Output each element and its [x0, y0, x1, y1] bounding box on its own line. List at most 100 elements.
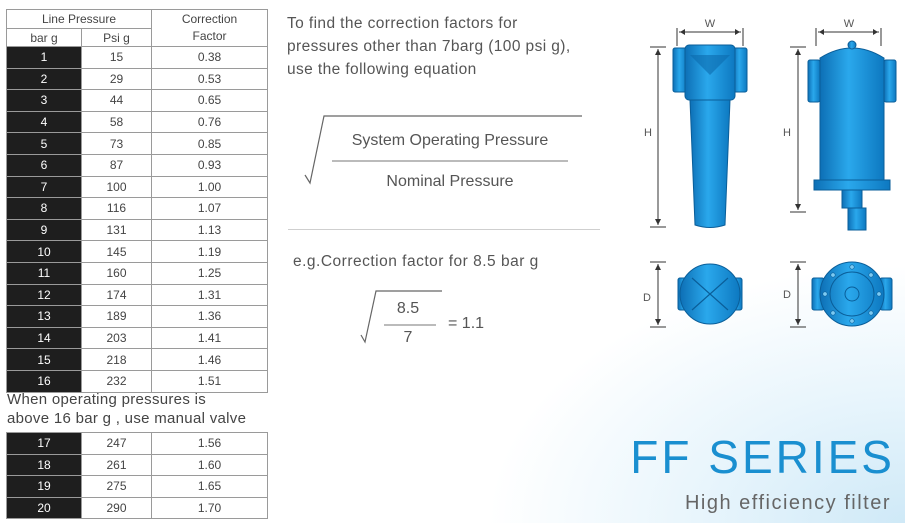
psi-g-cell: 218: [81, 348, 152, 371]
example-equation: 8.5 7 = 1.1: [358, 288, 518, 348]
psi-g-cell: 58: [81, 110, 152, 134]
bar-g-cell: 7: [6, 175, 82, 199]
sqrt-sign-icon: [304, 115, 582, 185]
intro-text: To find the correction factors for press…: [287, 12, 627, 81]
width-label: W: [705, 18, 716, 30]
psi-g-cell: 261: [81, 453, 152, 476]
bar-g-cell: 8: [6, 197, 82, 220]
psi-g-cell: 275: [81, 475, 152, 498]
example-denominator: 7: [403, 329, 413, 346]
bar-g-header: bar g: [6, 28, 82, 47]
bar-g-cell: 10: [6, 240, 82, 263]
correction-factor-cell: 1.56: [151, 432, 268, 455]
correction-factor-cell: 1.41: [151, 326, 268, 350]
psi-g-cell: 203: [81, 326, 152, 350]
psi-g-cell: 116: [81, 197, 152, 220]
correction-factor-cell: 1.00: [151, 175, 268, 199]
psi-g-cell: 145: [81, 240, 152, 263]
bar-g-cell: 12: [6, 283, 82, 307]
sqrt-sign-small-icon: [360, 290, 442, 344]
bar-g-cell: 1: [6, 46, 82, 69]
psi-g-cell: 15: [81, 46, 152, 69]
psi-g-cell: 232: [81, 369, 152, 393]
bar-g-cell: 6: [6, 153, 82, 177]
height-label: H: [644, 127, 652, 139]
bar-g-cell: 2: [6, 67, 82, 91]
series-tagline: High efficiency filter: [684, 492, 891, 514]
bar-g-cell: 18: [6, 453, 82, 476]
correction-factor-header-line1: Correction: [181, 12, 238, 26]
intro-line2: pressures other than 7barg (100 psi g),: [287, 38, 571, 55]
correction-factor-cell: 0.53: [151, 67, 268, 91]
psi-g-cell: 290: [81, 496, 152, 519]
note-line1: When operating pressures is: [7, 391, 207, 408]
psi-g-cell: 73: [81, 132, 152, 155]
correction-factor-cell: 1.19: [151, 240, 268, 263]
equation-numerator: System Operating Pressure: [351, 132, 549, 149]
bar-g-cell: 19: [6, 475, 82, 498]
bar-g-cell: 5: [6, 132, 82, 155]
manual-valve-note: When operating pressures is above 16 bar…: [7, 390, 246, 428]
correction-factor-cell: 1.51: [151, 369, 268, 393]
psi-g-cell: 174: [81, 283, 152, 307]
depth-label-right: D: [783, 289, 791, 301]
correction-factor-cell: 0.76: [151, 110, 268, 134]
correction-factor-cell: 0.93: [151, 153, 268, 177]
filter-front-view-right: W H: [783, 18, 897, 231]
psi-g-header: Psi g: [81, 28, 152, 47]
psi-g-cell: 44: [81, 89, 152, 112]
correction-equation: System Operating Pressure Nominal Pressu…: [300, 113, 590, 193]
correction-factor-cell: 1.25: [151, 261, 268, 285]
correction-factor-cell: 1.60: [151, 453, 268, 476]
intro-line1: To find the correction factors for: [287, 15, 518, 32]
bar-g-cell: 9: [6, 218, 82, 242]
bar-g-cell: 3: [6, 89, 82, 112]
line-pressure-header: Line Pressure: [6, 9, 152, 29]
example-result: = 1.1: [448, 315, 485, 332]
psi-g-cell: 160: [81, 261, 152, 285]
psi-g-cell: 87: [81, 153, 152, 177]
psi-g-cell: 247: [81, 432, 152, 455]
correction-factor-cell: 1.13: [151, 218, 268, 242]
psi-g-cell: 100: [81, 175, 152, 199]
pressure-correction-table: Line Pressure Correction Factor bar g Ps…: [6, 9, 268, 393]
correction-factor-cell: 0.65: [151, 89, 268, 112]
series-title: FF SERIES: [630, 431, 895, 483]
correction-factor-cell: 0.38: [151, 46, 268, 69]
psi-g-cell: 189: [81, 305, 152, 328]
correction-factor-header: Correction Factor: [151, 9, 268, 47]
bar-g-cell: 20: [6, 496, 82, 519]
correction-factor-cell: 1.31: [151, 283, 268, 307]
intro-line3: use the following equation: [287, 61, 477, 78]
correction-factor-cell: 1.07: [151, 197, 268, 220]
section-divider: [288, 229, 600, 230]
bar-g-cell: 13: [6, 305, 82, 328]
correction-factor-header-line2: Factor: [192, 29, 227, 43]
example-text: e.g.Correction factor for 8.5 bar g: [293, 253, 539, 270]
filter-dimension-diagrams: W H W H D: [643, 18, 897, 328]
psi-g-cell: 29: [81, 67, 152, 91]
bar-g-cell: 17: [6, 432, 82, 455]
bar-g-cell: 14: [6, 326, 82, 350]
correction-factor-cell: 1.70: [151, 496, 268, 519]
